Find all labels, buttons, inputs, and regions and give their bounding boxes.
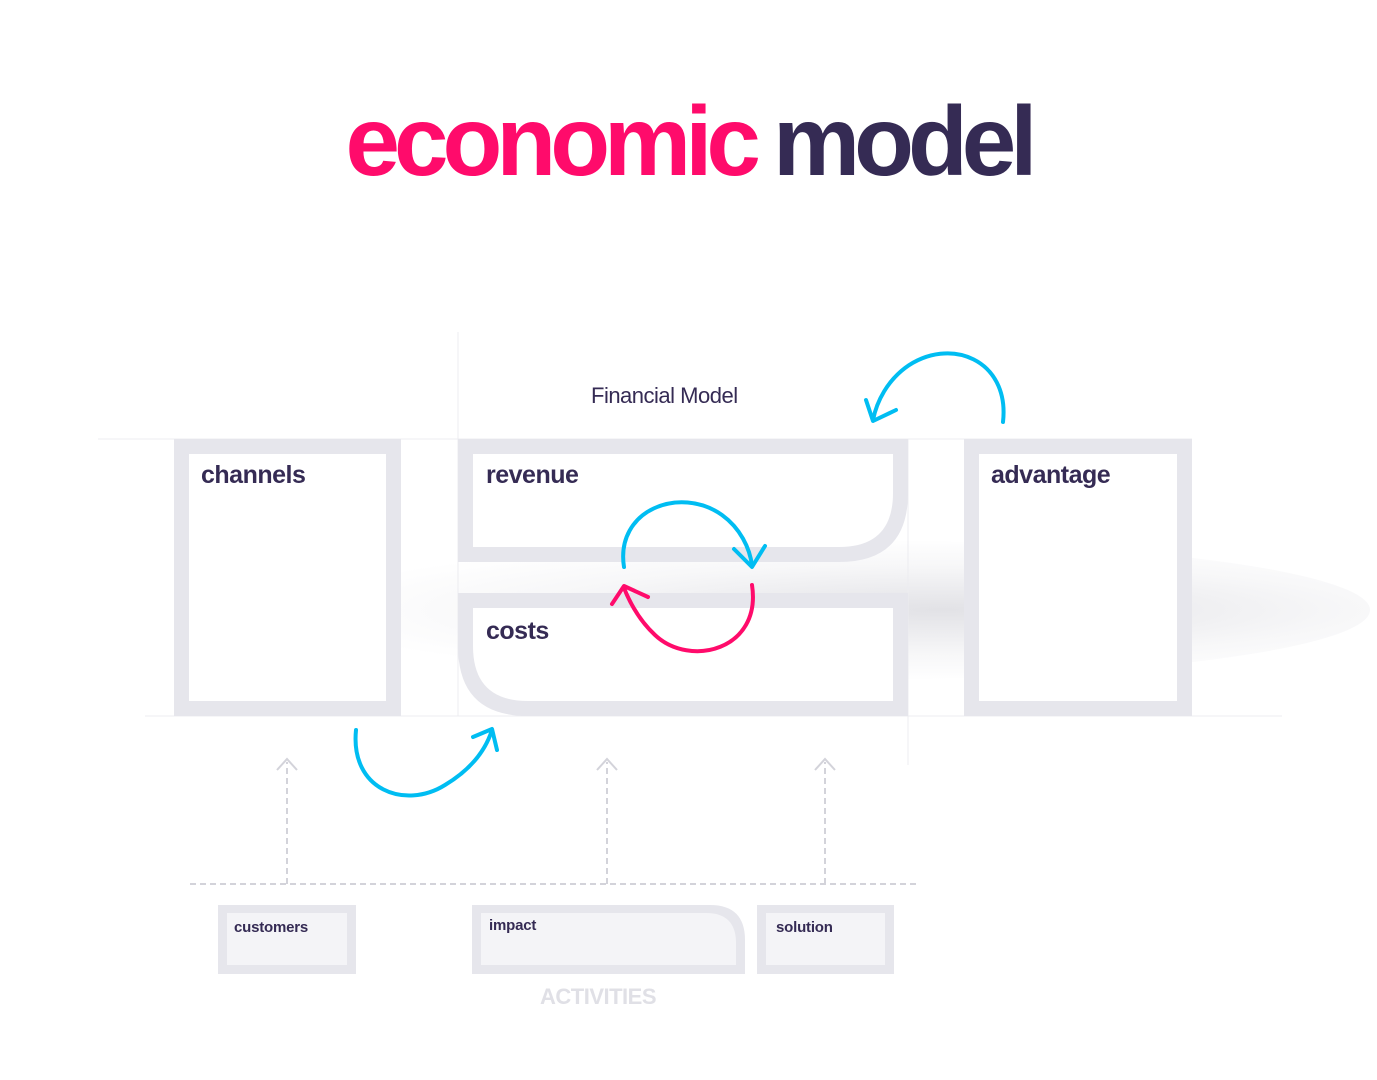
costs-box bbox=[458, 593, 908, 716]
title-word-economic: economic bbox=[345, 86, 760, 196]
revenue-label: revenue bbox=[486, 461, 579, 489]
customers-box bbox=[218, 905, 356, 974]
revenue-cycle-arrow bbox=[621, 500, 767, 569]
title-word-model: model bbox=[772, 86, 1038, 196]
financial-model-label: Financial Model bbox=[591, 383, 738, 408]
impact-box bbox=[472, 905, 745, 974]
advantage-cycle-arrow bbox=[864, 351, 1006, 424]
solution-box bbox=[757, 905, 894, 974]
solution-label: solution bbox=[776, 919, 833, 936]
channels-to-costs-arrow bbox=[353, 727, 499, 798]
impact-label: impact bbox=[489, 917, 537, 934]
advantage-label: advantage bbox=[991, 461, 1111, 489]
advantage-box bbox=[964, 439, 1192, 716]
activity-connectors bbox=[190, 757, 920, 885]
costs-label: costs bbox=[486, 617, 549, 645]
channels-label: channels bbox=[201, 461, 306, 489]
channels-box bbox=[174, 439, 401, 716]
activities-footer-label: ACTIVITIES bbox=[540, 984, 657, 1009]
customers-label: customers bbox=[234, 919, 309, 936]
costs-cycle-arrow bbox=[610, 583, 755, 654]
